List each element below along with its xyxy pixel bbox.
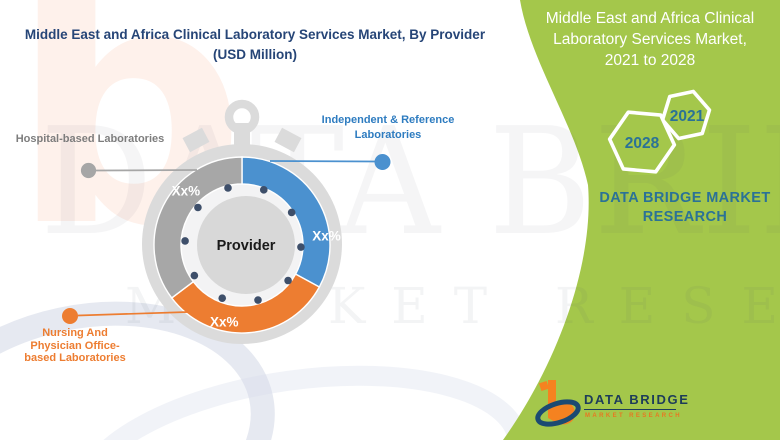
segment-value-label: Xx% — [172, 183, 201, 198]
chart-title-line2: (USD Million) — [213, 47, 297, 62]
hexagon-2021-icon — [660, 89, 712, 141]
dial-dot-icon — [287, 208, 296, 217]
label-hospital-based-laboratories: Hospital-based Laboratories — [15, 133, 165, 145]
side-panel-brand-text: DATA BRIDGE MARKET RESEARCH — [599, 190, 771, 225]
nursing-callout-dot — [62, 308, 78, 324]
chart-title-line1: Middle East and Africa Clinical Laborato… — [24, 27, 486, 42]
hexagon-2028-icon — [607, 110, 677, 174]
label-nursing-physician-office-laboratories: Nursing And Physician Office- based Labo… — [24, 327, 126, 364]
dial-dot-icon — [194, 203, 202, 212]
provider-center-label: Provider — [217, 238, 276, 254]
callout-lines — [62, 154, 391, 324]
segment-value-label: Xx% — [210, 314, 239, 329]
logo-tagline-text: MARKET RESEARCH — [585, 413, 683, 419]
logo-name-text: DATA BRIDGE — [584, 392, 690, 407]
chart-title: Middle East and Africa Clinical Laborato… — [15, 25, 495, 65]
year-hexagons: 2021 2028 — [607, 89, 712, 174]
donut-segment — [153, 156, 243, 299]
dial-dot-icon — [181, 237, 189, 245]
hospital-leader-line — [95, 169, 198, 172]
dial-center-group: Provider — [197, 196, 295, 294]
dial-dot-icon — [297, 243, 305, 251]
dial-dot-icon — [224, 184, 232, 192]
stopwatch-stem — [234, 123, 250, 147]
year-badge-2028: 2028 — [625, 135, 660, 152]
independent-leader-line — [269, 160, 377, 163]
segment-value-label: Xx% — [312, 229, 341, 244]
dial-center-circle — [197, 196, 295, 294]
label-independent-reference-laboratories: Independent & Reference Laboratories — [321, 114, 455, 141]
year-badge-2021: 2021 — [670, 108, 705, 125]
dial-dot-icon — [259, 186, 268, 194]
side-panel-heading: Middle East and Africa Clinical Laborato… — [545, 10, 755, 69]
dial-dot-icon — [284, 276, 292, 285]
logo-underline — [584, 409, 676, 410]
hospital-callout-dot — [80, 162, 97, 179]
stopwatch-right-button — [274, 127, 302, 153]
dial-dot-icon — [254, 296, 262, 304]
dial-dot-icon — [218, 294, 227, 302]
data-bridge-logo-icon — [535, 380, 581, 427]
dial-dot-icon — [190, 271, 199, 280]
independent-callout-dot — [374, 154, 391, 170]
donut-ring: Xx% Xx% Xx% — [153, 156, 341, 334]
nursing-leader-line — [77, 311, 189, 317]
stopwatch-left-button — [182, 127, 210, 153]
